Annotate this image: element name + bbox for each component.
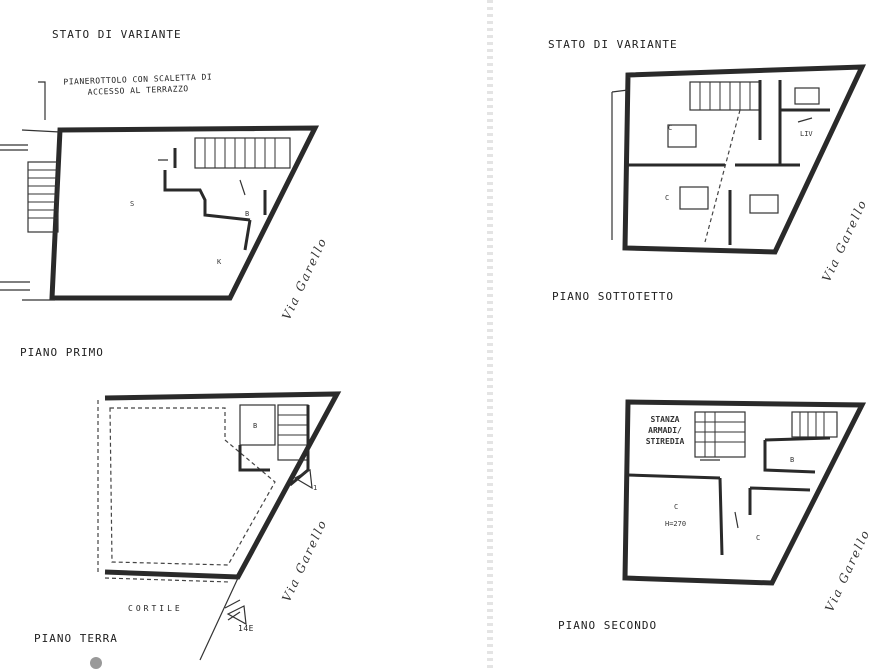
second-floor-room-c1: C bbox=[674, 503, 679, 511]
ground-floor-walls bbox=[104, 391, 342, 580]
first-floor-walls bbox=[49, 125, 320, 301]
first-floor-left-stair bbox=[27, 161, 59, 233]
attic-ridge-line bbox=[704, 109, 741, 243]
attic-walls bbox=[622, 64, 867, 255]
second-floor-stair bbox=[694, 411, 746, 458]
first-floor-label: PIANO PRIMO bbox=[20, 346, 104, 359]
attic-room-c2: C bbox=[665, 194, 670, 202]
first-floor-left-lines bbox=[0, 129, 61, 301]
plan-attic bbox=[611, 64, 867, 255]
attic-skylight-2 bbox=[679, 186, 709, 210]
ground-floor-stair-steps bbox=[278, 414, 308, 446]
attic-room-c1: C bbox=[668, 124, 673, 132]
attic-skylight-1 bbox=[667, 124, 697, 148]
first-floor-room-s: S bbox=[130, 200, 135, 208]
ground-floor-entry-label: 1 bbox=[313, 484, 318, 492]
page-fold bbox=[487, 0, 493, 670]
attic-room-liv: LIV bbox=[800, 130, 813, 138]
plan-ground-floor bbox=[90, 391, 342, 669]
second-floor-internal-walls bbox=[627, 436, 831, 556]
first-floor-room-k: K bbox=[217, 258, 222, 266]
attic-skylight-4 bbox=[794, 87, 820, 105]
ground-floor-courtyard: CORTILE bbox=[128, 604, 183, 613]
right-variant-title: STATO DI VARIANTE bbox=[548, 38, 678, 51]
attic-internal-walls bbox=[628, 80, 830, 245]
plan-first-floor bbox=[0, 81, 320, 301]
ground-floor-courtyard-line bbox=[104, 577, 231, 583]
attic-stair-steps bbox=[699, 82, 751, 110]
attic-label: PIANO SOTTOTETTO bbox=[552, 290, 674, 303]
punch-hole bbox=[90, 657, 102, 669]
second-floor-stair-steps bbox=[695, 412, 745, 457]
second-floor-room-b: B bbox=[790, 456, 795, 464]
ground-floor-internal-walls bbox=[238, 405, 310, 487]
attic-liv-arrow bbox=[797, 117, 813, 123]
annotation-leader bbox=[38, 81, 46, 120]
ground-floor-room-b-label: B bbox=[253, 422, 258, 430]
second-floor-room-c2: C bbox=[756, 534, 761, 542]
first-floor-internal-walls bbox=[163, 148, 267, 251]
second-floor-stair-2-steps bbox=[799, 412, 825, 437]
second-floor-height: H=270 bbox=[665, 520, 687, 528]
first-floor-left-stair-steps bbox=[28, 169, 58, 219]
entry-arrow-icon bbox=[293, 469, 313, 490]
first-floor-stair-steps bbox=[204, 138, 276, 168]
first-floor-stair bbox=[194, 137, 291, 169]
attic-skylight-3 bbox=[749, 194, 779, 214]
ground-floor-label: PIANO TERRA bbox=[34, 632, 118, 645]
ground-floor-number: 14E bbox=[238, 624, 254, 633]
ground-floor-side-line bbox=[199, 577, 241, 661]
second-floor-door-marks bbox=[700, 459, 739, 529]
ground-floor-room-b bbox=[239, 404, 276, 446]
second-floor-wardrobe: STANZA ARMADI/ STIREDIA bbox=[645, 415, 685, 446]
left-variant-title: STATO DI VARIANTE bbox=[52, 28, 182, 41]
attic-left-line bbox=[611, 89, 629, 240]
first-floor-room-b: B bbox=[245, 210, 250, 218]
plan-second-floor bbox=[622, 399, 867, 586]
second-floor-label: PIANO SECONDO bbox=[558, 619, 658, 632]
courtyard-arrow-icon bbox=[226, 605, 247, 626]
second-floor-walls bbox=[622, 399, 867, 586]
ground-floor-dashed-outline bbox=[109, 407, 276, 566]
second-floor-stair-2 bbox=[791, 411, 838, 438]
first-floor-door-marks bbox=[158, 159, 246, 196]
